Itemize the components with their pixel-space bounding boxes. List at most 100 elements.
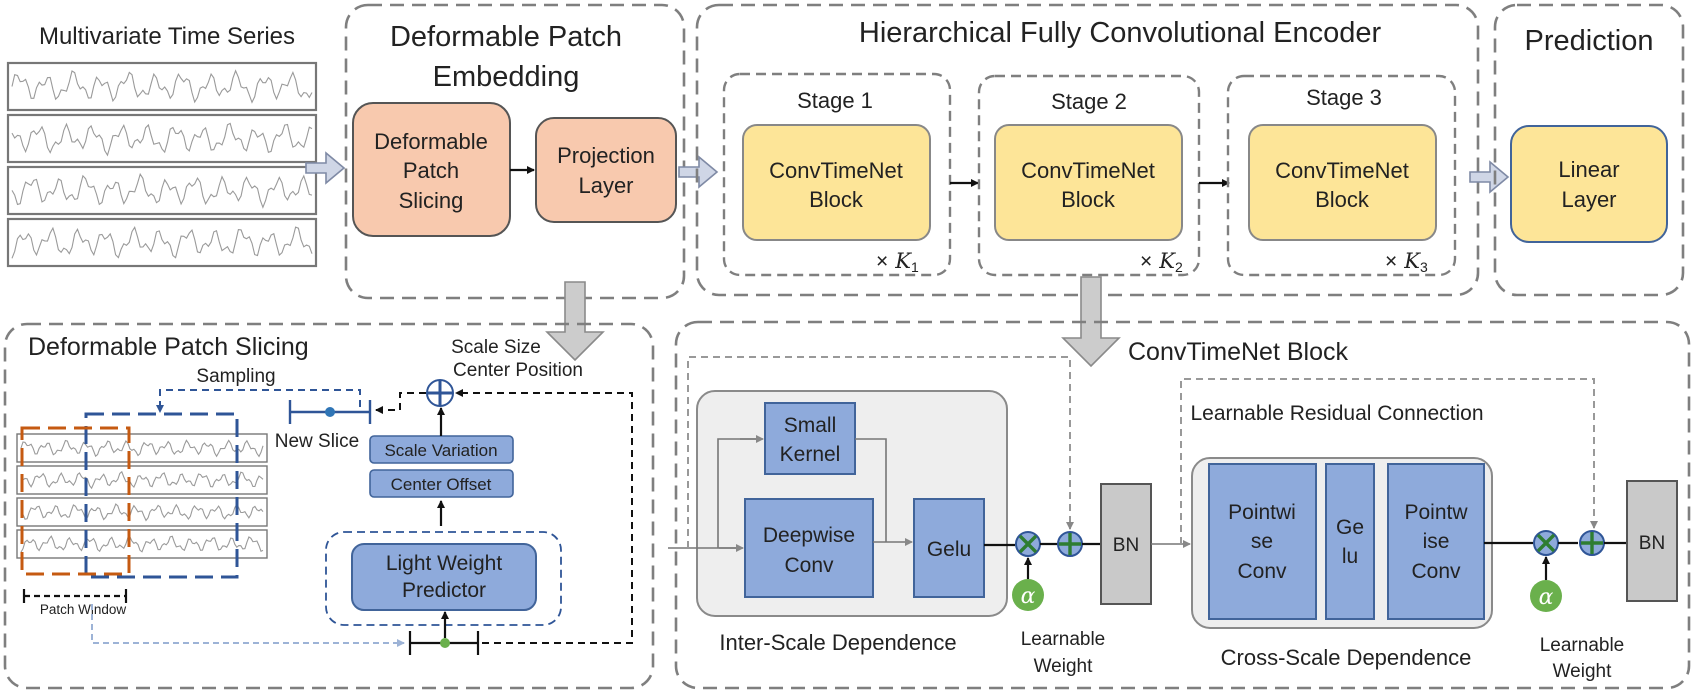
small-kernel-line1: Small [784, 414, 837, 437]
predictor-line2: Predictor [402, 579, 486, 602]
alpha-symbol-1: α [1021, 584, 1036, 609]
zoom-arrow-slicing [545, 281, 605, 362]
pointwise-1-line1: Pointwi [1228, 501, 1296, 524]
bottom-slice-center [440, 638, 450, 648]
pointwise-1-line3: Conv [1237, 560, 1287, 583]
inter-scale-label: Inter-Scale Dependence [719, 630, 956, 655]
new-slice-center [325, 407, 335, 417]
series-signal-1 [11, 69, 313, 104]
small-kernel-box [764, 402, 856, 475]
patch-series-signal-2 [20, 470, 264, 490]
center-offset-text: Center Offset [391, 475, 492, 494]
gelu-box [913, 498, 985, 598]
predictor-line1: Light Weight [386, 552, 503, 575]
slicing-box-line2: Patch [403, 158, 459, 183]
center-position-label: Center Position [453, 360, 583, 381]
zoom-arrow-block [1061, 276, 1121, 368]
stage-1-label: Stage 1 [797, 88, 873, 113]
projection-line2: Layer [578, 173, 633, 198]
alpha-node-1 [1012, 579, 1044, 611]
patch-series-panel-2 [16, 465, 268, 495]
flow-arrow-to-embedding [305, 151, 346, 185]
series-signal-4 [11, 225, 313, 259]
patch-window-label: Patch Window [40, 602, 127, 617]
stage-1-group [722, 72, 952, 277]
slice-to-add-loop [455, 389, 633, 644]
projection-layer-box [535, 117, 677, 223]
alpha-node-2 [1530, 580, 1562, 612]
prediction-title: Prediction [1525, 25, 1654, 57]
pointwise-conv-2-box [1387, 463, 1485, 620]
slicing-detail-group [3, 322, 655, 690]
pointwise-2-line1: Pointw [1404, 501, 1468, 524]
embedding-title-line1: Deformable Patch [390, 21, 622, 53]
stage-2-block-line1: ConvTimeNet [1021, 158, 1155, 183]
embedding-title-line2: Embedding [433, 61, 580, 93]
block-detail-group [674, 320, 1691, 690]
stage-3-block-line2: Block [1315, 187, 1370, 212]
small-kernel-line2: Kernel [780, 443, 841, 466]
flow-arrow-to-prediction [1469, 160, 1510, 194]
bn-text-2: BN [1639, 533, 1665, 554]
pointwise-1-line2: se [1251, 530, 1273, 553]
stage-2-group [977, 74, 1201, 277]
center-offset-box [369, 469, 514, 498]
sampling-arrow [156, 389, 361, 413]
linear-layer-line2: Layer [1561, 187, 1616, 212]
stage-3-label: Stage 3 [1306, 85, 1382, 110]
deepwise-line2: Conv [784, 554, 834, 577]
gelu-text: Gelu [927, 538, 971, 561]
gelu-mid-line1: Ge [1336, 516, 1364, 539]
deepwise-conv-box [744, 498, 874, 598]
patch-series-panels [16, 433, 268, 559]
stage-3-repeat: ×K3 [1385, 249, 1428, 275]
linear-layer-line1: Linear [1558, 157, 1619, 182]
blue-patch-window [84, 412, 239, 579]
stage-1-block [742, 124, 931, 241]
patch-series-signal-4 [20, 535, 264, 553]
time-series-panels [6, 61, 318, 268]
predictor-box [351, 543, 537, 611]
gelu-mid-line2: lu [1342, 545, 1358, 568]
stage-1-block-line1: ConvTimeNet [769, 158, 903, 183]
bn-text-1: BN [1113, 535, 1139, 556]
stage-2-repeat: ×K2 [1140, 249, 1183, 275]
stage-3-group [1226, 74, 1457, 277]
alpha-symbol-2: α [1539, 585, 1554, 610]
patch-series-signal-1 [20, 439, 264, 458]
series-panel-4 [6, 217, 318, 268]
stage-2-block-line2: Block [1061, 187, 1116, 212]
new-slice-label: New Slice [275, 431, 359, 452]
patch-series-signal-3 [20, 503, 264, 522]
skip-connection-2 [1180, 378, 1598, 544]
series-signal-2 [11, 122, 313, 157]
prediction-group [1493, 3, 1685, 297]
add-to-slice-path [375, 392, 426, 414]
stage-2-label: Stage 2 [1051, 89, 1127, 114]
pointwise-2-line3: Conv [1411, 560, 1461, 583]
stage-3-block [1248, 124, 1437, 241]
pointwise-conv-1-box [1208, 463, 1317, 620]
learnable-weight-1-line1: Learnable [1021, 629, 1106, 650]
cross-scale-label: Cross-Scale Dependence [1221, 645, 1472, 670]
mult-sign-1 [1018, 534, 1038, 554]
series-panel-1 [6, 61, 318, 112]
slicing-box-line3: Slicing [399, 188, 464, 213]
slicing-detail-title: Deformable Patch Slicing [28, 333, 309, 361]
series-signal-3 [11, 172, 313, 209]
linear-layer-box [1510, 125, 1668, 243]
learnable-weight-2-line1: Learnable [1540, 635, 1625, 656]
residual-label: Learnable Residual Connection [1190, 402, 1483, 425]
orange-patch-window [20, 426, 131, 576]
scale-size-label: Scale Size [451, 337, 541, 358]
small-kernel-to-sum [855, 438, 887, 542]
bn-box-1 [1100, 483, 1152, 605]
deepwise-line1: Deepwise [763, 524, 855, 547]
patch-series-panel-4 [16, 529, 268, 559]
stage-2-block [994, 124, 1183, 241]
pointwise-2-line2: ise [1423, 530, 1450, 553]
patch-window-to-slice-path [91, 604, 405, 647]
gelu-mid-box [1325, 463, 1375, 620]
series-panel-2 [6, 113, 318, 164]
